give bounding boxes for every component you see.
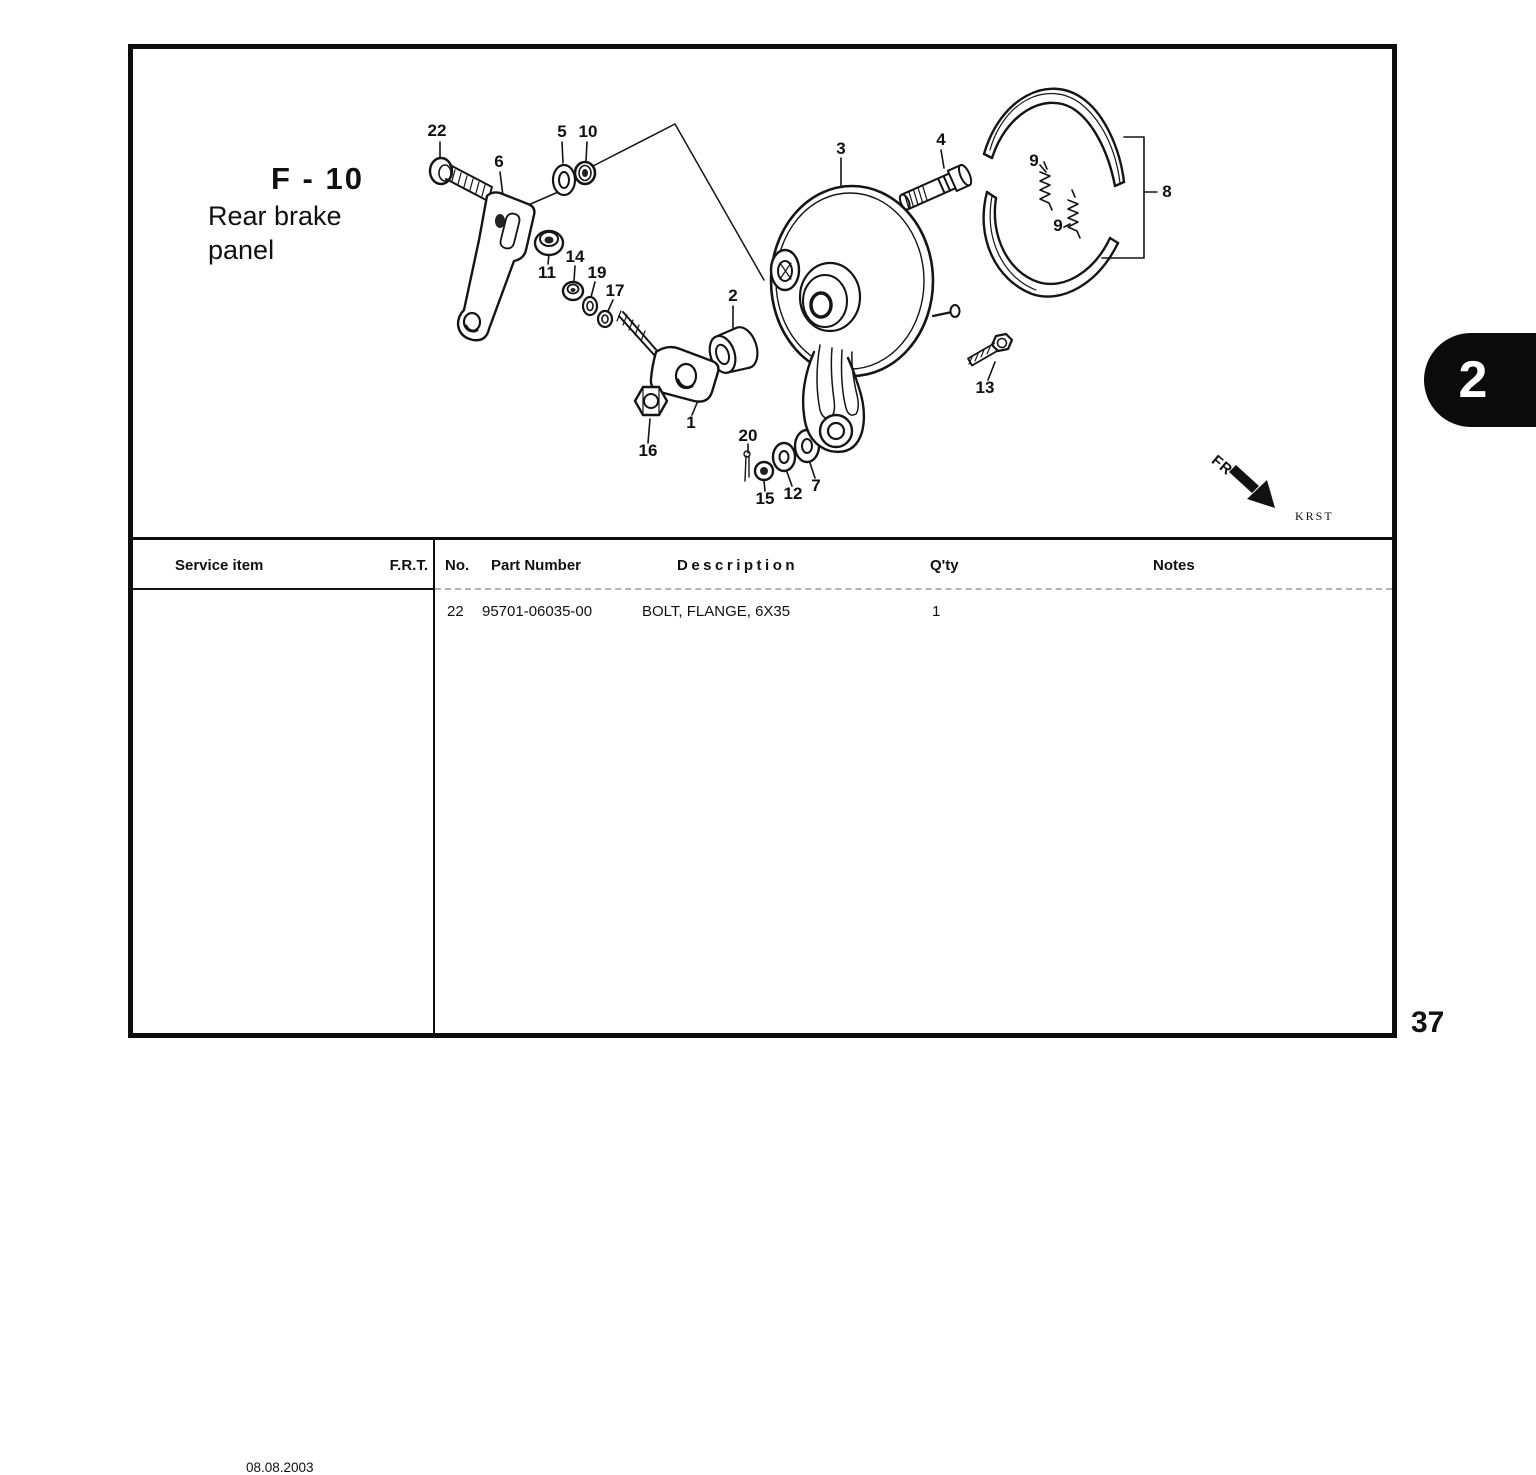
- callout-22: 22: [427, 121, 447, 140]
- callout-9: 9: [1053, 216, 1063, 235]
- header-rule-left: [133, 588, 433, 590]
- callout-1: 1: [686, 413, 696, 432]
- figure-title-line1: Rear brake: [208, 201, 342, 231]
- section-tab-label: 2: [1458, 351, 1488, 409]
- callout-8: 8: [1162, 182, 1172, 201]
- callout-10: 10: [578, 122, 598, 141]
- callout-2: 2: [728, 286, 738, 305]
- plate-code: KRST: [1295, 509, 1334, 523]
- header-service-item: Service item: [175, 557, 264, 574]
- callout-20: 20: [738, 426, 758, 445]
- row-no: 22: [447, 603, 464, 620]
- callout-11: 11: [538, 263, 556, 282]
- callout-15: 15: [755, 489, 775, 508]
- figure-title: Rear brake panel: [208, 199, 342, 267]
- table-column-divider: [433, 540, 435, 1036]
- callout-19: 19: [587, 263, 607, 282]
- callout-3: 3: [836, 139, 846, 158]
- figure-code: F - 10: [271, 161, 364, 196]
- exploded-diagram: [428, 87, 1275, 508]
- fr-arrow-icon: [1229, 465, 1275, 508]
- header-description: Description: [677, 557, 799, 574]
- callout-13: 13: [975, 378, 995, 397]
- callout-6: 6: [494, 152, 504, 171]
- page-number: 37: [1411, 1006, 1445, 1039]
- row-description: BOLT, FLANGE, 6X35: [642, 603, 791, 620]
- callout-16: 16: [638, 441, 658, 460]
- header-notes: Notes: [1153, 557, 1195, 574]
- header-part-number: Part Number: [491, 557, 582, 574]
- header-qty: Q'ty: [930, 557, 959, 574]
- parts-table: Service item F.R.T. No. Part Number Desc…: [133, 537, 1392, 1475]
- section-tab: 2: [1424, 333, 1536, 427]
- callout-12: 12: [783, 484, 803, 503]
- header-frt: F.R.T.: [389, 557, 428, 574]
- row-part-number: 95701-06035-00: [482, 603, 593, 620]
- callout-17: 17: [605, 281, 625, 300]
- callout-4: 4: [936, 130, 946, 149]
- row-qty: 1: [932, 603, 941, 620]
- page-frame: F - 10 Rear brake panel: [128, 44, 1397, 1475]
- callout-14: 14: [565, 247, 585, 266]
- header-no: No.: [445, 557, 470, 574]
- figure-title-line2: panel: [208, 235, 275, 265]
- callout-9: 9: [1029, 151, 1039, 170]
- callout-7: 7: [811, 476, 821, 495]
- callout-5: 5: [557, 122, 567, 141]
- header-rule-right: [435, 588, 1392, 590]
- revision-date: 08.08.2003: [246, 1460, 314, 1475]
